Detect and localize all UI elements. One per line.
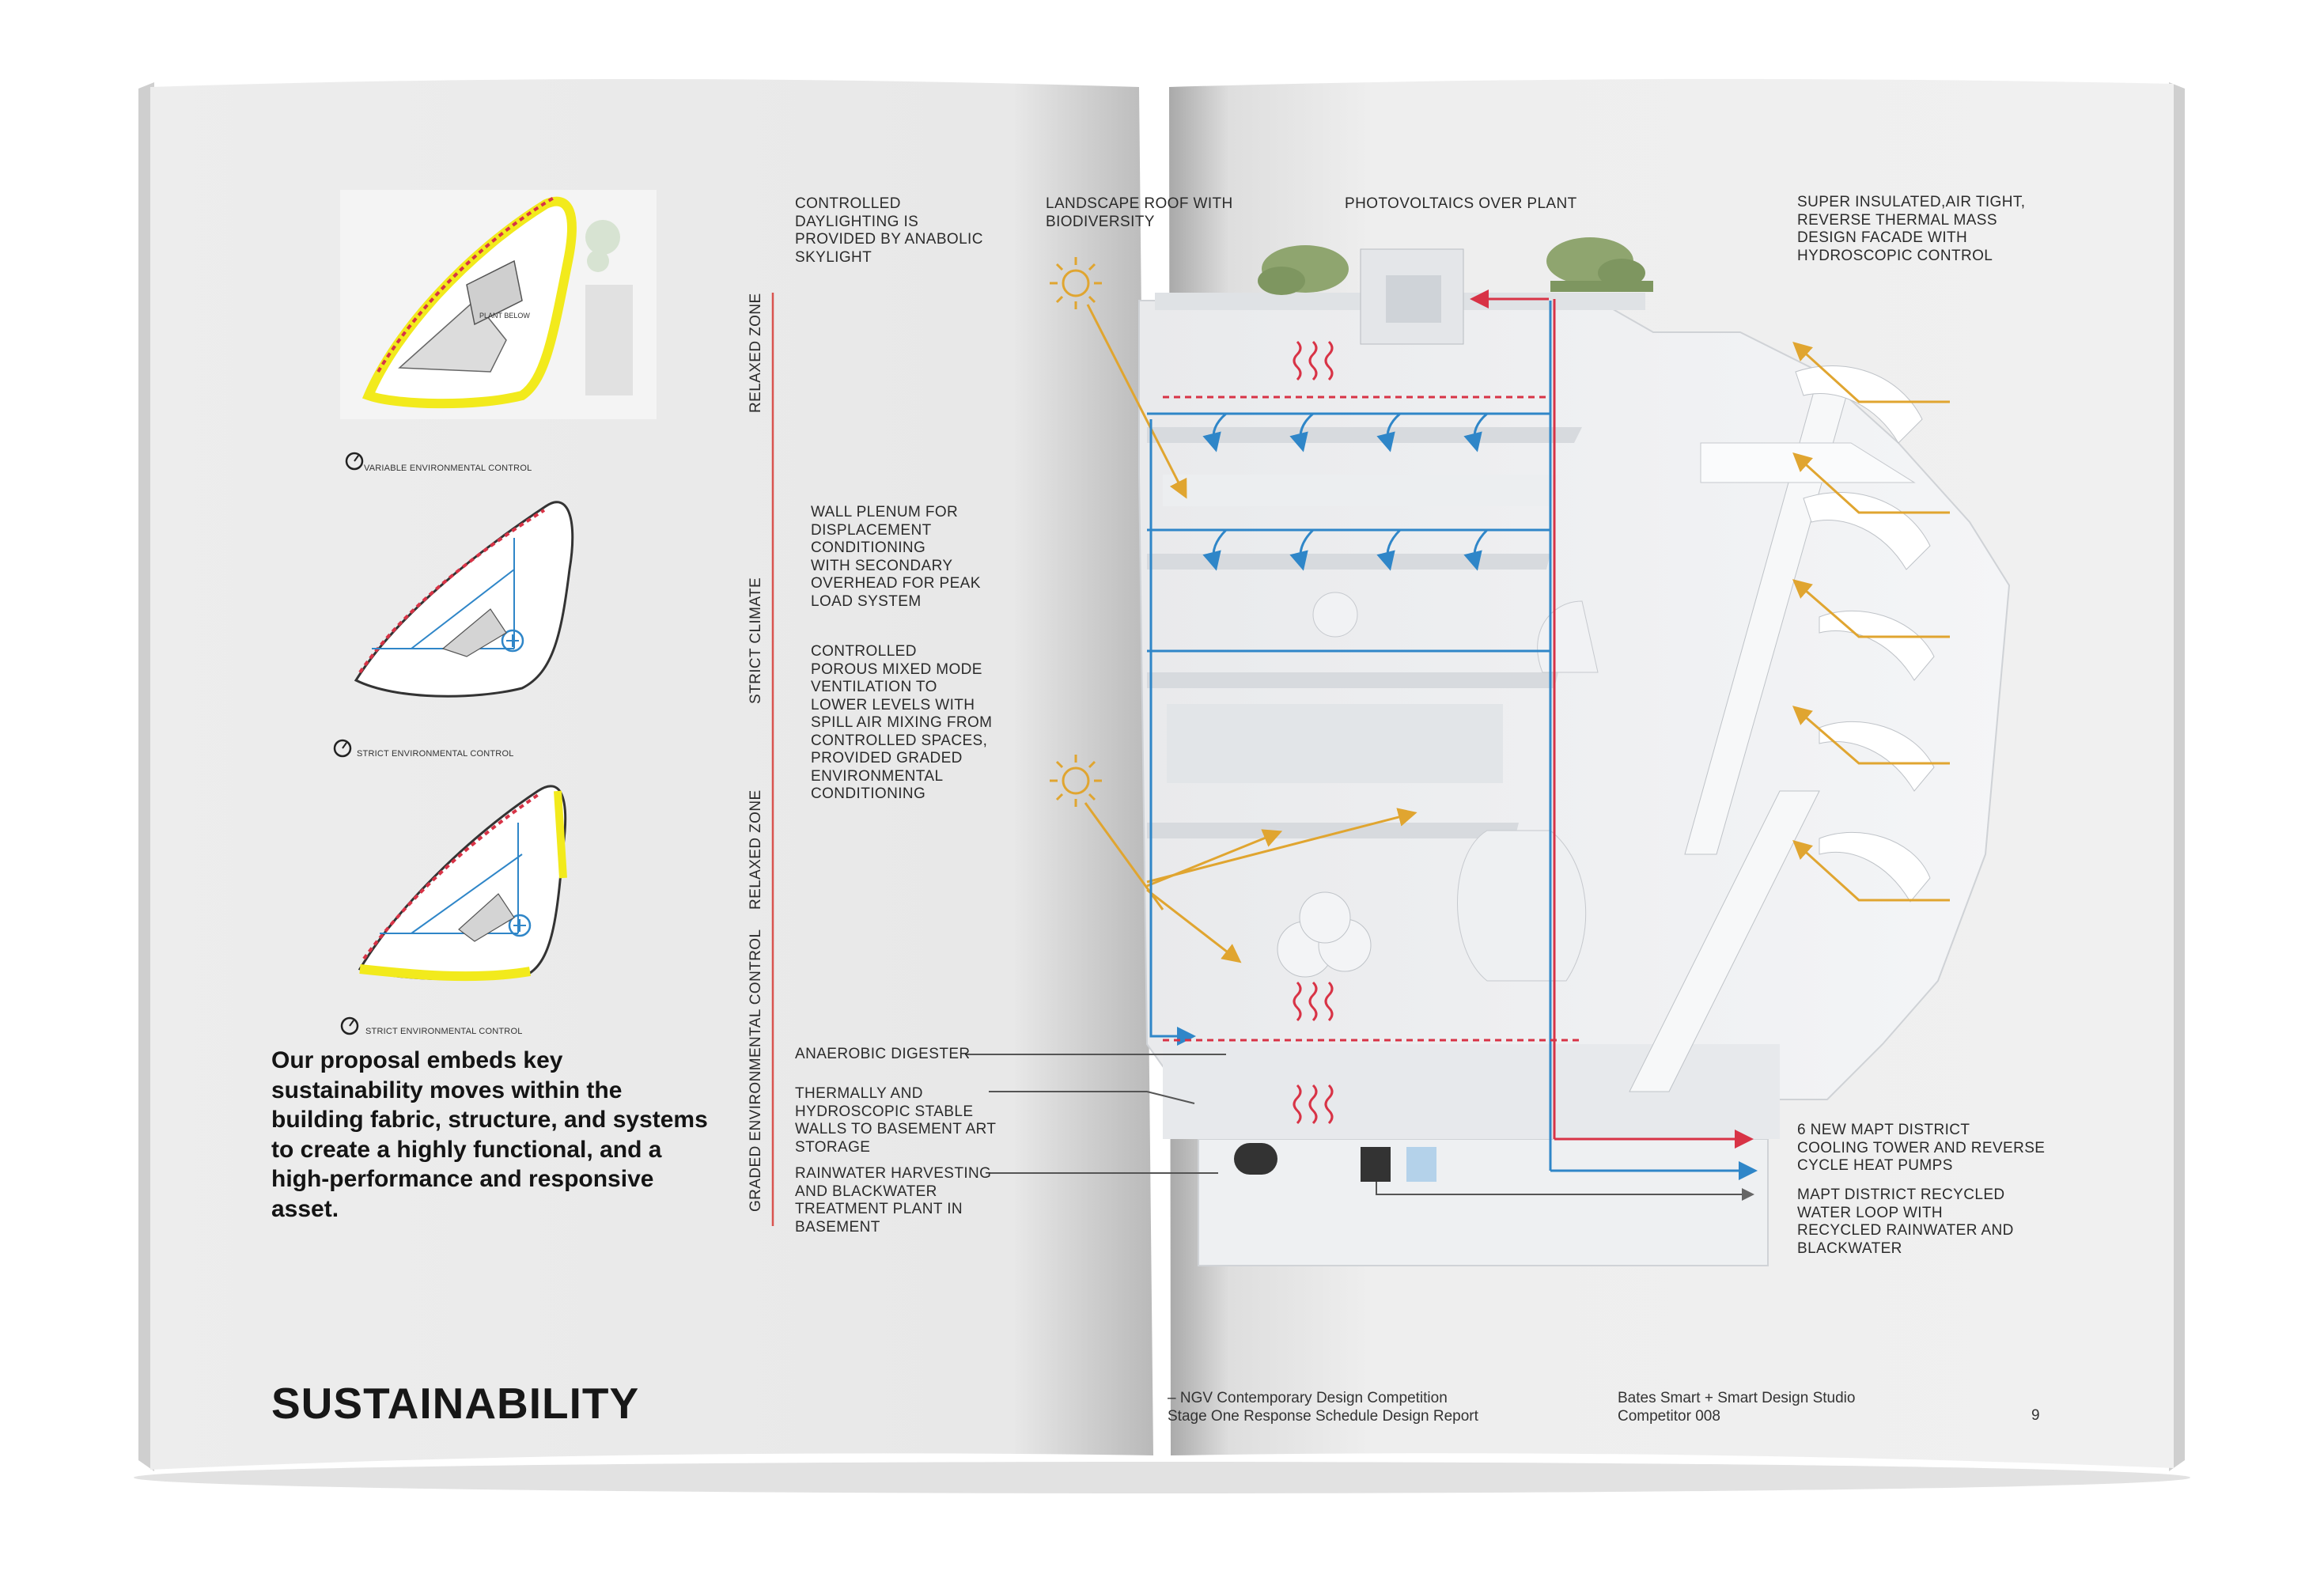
footer-competition: – NGV Contemporary Design Competition St… <box>1168 1390 1478 1425</box>
plant-below-label: PLANT BELOW <box>479 312 530 320</box>
zone-label-relaxed-mid: RELAXED ZONE <box>748 789 764 910</box>
floor-plan-3 <box>358 785 567 982</box>
annotation-rainwater-harvesting: RAINWATER HARVESTING AND BLACKWATER TREA… <box>795 1165 992 1236</box>
sun-icon-upper <box>1050 257 1102 309</box>
book-shadow <box>134 1462 2190 1493</box>
plan-2-caption: STRICT ENVIRONMENTAL CONTROL <box>357 749 514 759</box>
left-page <box>150 79 1153 1470</box>
annotation-photovoltaics: PHOTOVOLTAICS OVER PLANT <box>1345 195 1577 212</box>
annotation-wall-plenum: WALL PLENUM FOR DISPLACEMENT CONDITIONIN… <box>811 504 981 610</box>
annotation-controlled-daylighting: CONTROLLED DAYLIGHTING IS PROVIDED BY AN… <box>795 195 983 266</box>
annotation-landscape-roof: LANDSCAPE ROOF WITH BIODIVERSITY <box>1046 195 1233 230</box>
plan-2-gauge-icon <box>333 739 352 758</box>
building-section-illustration <box>1138 237 2011 1266</box>
leader-lines <box>965 1054 1754 1201</box>
supply-air-lines <box>1147 301 1758 1180</box>
page-title: SUSTAINABILITY <box>271 1379 640 1428</box>
floor-plan-2 <box>354 501 574 698</box>
annotation-cooling-tower: 6 NEW MAPT DISTRICT COOLING TOWER AND RE… <box>1797 1122 2046 1174</box>
sustainability-body-text: Our proposal embeds key sustainability m… <box>271 1047 708 1222</box>
annotation-basement-walls: THERMALLY AND HYDROSCOPIC STABLE WALLS T… <box>795 1085 997 1156</box>
zone-label-strict-climate: STRICT CLIMATE <box>748 577 764 704</box>
plan-1-gauge-icon <box>345 452 364 471</box>
annotation-porous-ventilation: CONTROLLED POROUS MIXED MODE VENTILATION… <box>811 643 993 802</box>
zone-label-graded-control: GRADED ENVIRONMENTAL CONTROL <box>748 929 764 1212</box>
annotation-facade: SUPER INSULATED,AIR TIGHT, REVERSE THERM… <box>1797 194 2026 264</box>
footer-studio: Bates Smart + Smart Design Studio Compet… <box>1618 1390 1856 1425</box>
facade-arrows <box>1792 341 1950 902</box>
sun-icon-lower <box>1050 755 1102 807</box>
return-air-lines <box>1163 290 1754 1149</box>
annotation-water-loop: MAPT DISTRICT RECYCLED WATER LOOP WITH R… <box>1797 1186 2014 1257</box>
floor-plan-1: PLANT BELOW <box>340 190 657 419</box>
annotation-anaerobic-digester: ANAEROBIC DIGESTER <box>795 1046 971 1062</box>
plan-3-gauge-icon <box>340 1016 359 1035</box>
page-number: 9 <box>2031 1407 2040 1424</box>
plan-3-caption: STRICT ENVIRONMENTAL CONTROL <box>365 1027 523 1036</box>
zone-label-relaxed-top: RELAXED ZONE <box>748 293 764 413</box>
plan-1-caption: VARIABLE ENVIRONMENTAL CONTROL <box>364 464 532 473</box>
